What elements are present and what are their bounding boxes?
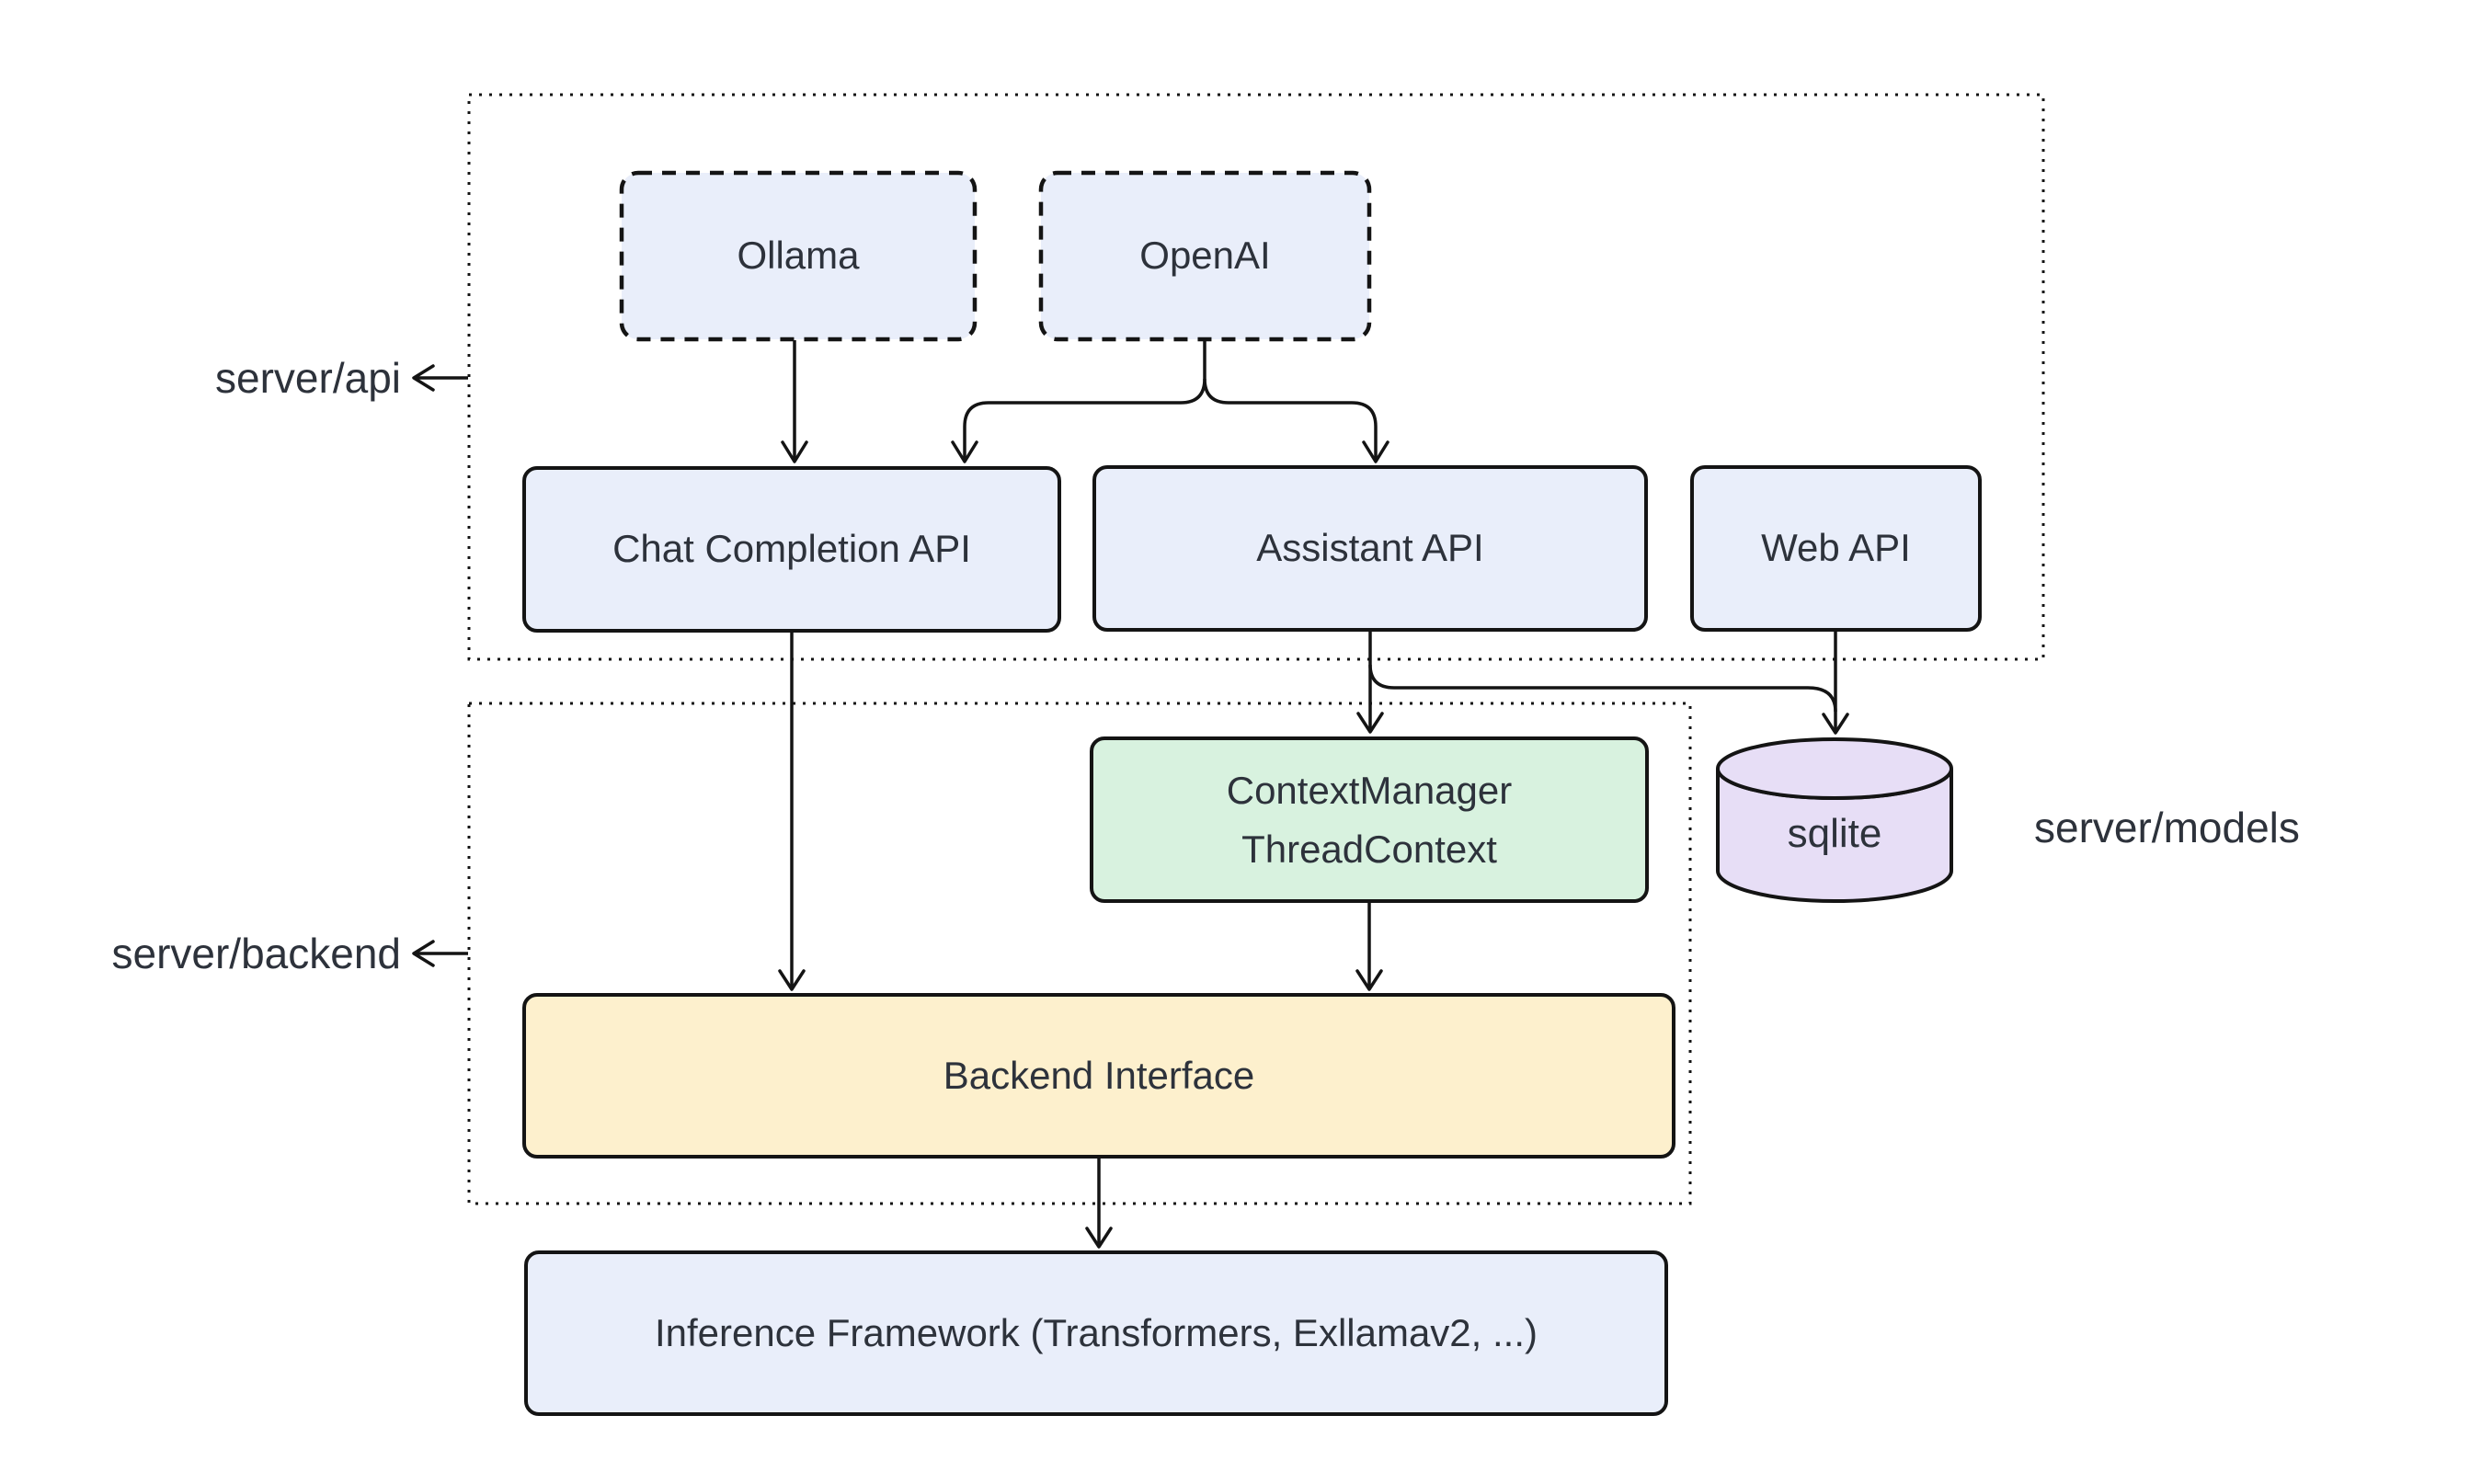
ollama-node-box xyxy=(619,170,978,342)
context-manager-node-box xyxy=(1090,736,1649,903)
edge-chat-completion-to-backend-interface xyxy=(778,632,806,991)
edge-ollama-to-chat-completion xyxy=(781,340,808,463)
edge-assistant-to-sqlite xyxy=(1368,664,1837,713)
chat-completion-api-node-box xyxy=(522,466,1061,633)
down-arrowhead-icon xyxy=(1085,1227,1113,1249)
server-models-label: server/models xyxy=(2034,804,2300,851)
left-arrowhead-icon xyxy=(412,364,435,392)
edge-openai-to-chat-completion xyxy=(951,339,1206,463)
edge-backend-interface-to-inference xyxy=(1085,1158,1113,1249)
down-arrowhead-icon xyxy=(1356,712,1384,734)
server-backend-group-label: server/backend xyxy=(111,930,402,977)
edge-openai-to-assistant xyxy=(1203,378,1389,463)
web-api-node-box xyxy=(1690,465,1982,632)
backend-interface-node-box xyxy=(522,993,1675,1159)
inference-framework-node-box xyxy=(524,1250,1668,1416)
cylinder-top-ellipse xyxy=(1716,737,1953,800)
down-arrowhead-icon xyxy=(951,440,978,463)
server-api-group-label: server/api xyxy=(215,354,401,402)
openai-node-box xyxy=(1038,170,1372,342)
down-arrowhead-icon xyxy=(1355,969,1383,991)
edge-web-api-to-sqlite xyxy=(1822,631,1849,735)
server-api-label-arrow xyxy=(412,364,468,392)
assistant-api-node-box xyxy=(1092,465,1648,632)
left-arrowhead-icon xyxy=(412,940,435,967)
down-arrowhead-icon xyxy=(1822,713,1849,735)
server-api-group-box xyxy=(467,93,2045,661)
down-arrowhead-icon xyxy=(1362,440,1389,463)
sqlite-cylinder xyxy=(1716,737,1953,903)
server-backend-label-arrow xyxy=(412,940,468,967)
edge-assistant-to-context-manager xyxy=(1356,631,1384,734)
down-arrowhead-icon xyxy=(778,969,806,991)
down-arrowhead-icon xyxy=(781,440,808,463)
edge-context-manager-to-backend-interface xyxy=(1355,902,1383,991)
